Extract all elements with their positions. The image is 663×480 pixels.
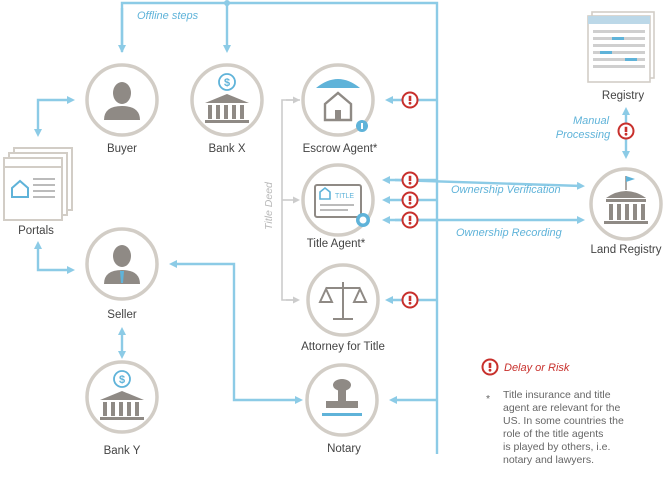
scales-icon bbox=[318, 282, 368, 320]
registry-label: Registry bbox=[602, 90, 644, 102]
land-registry-label: Land Registry bbox=[591, 244, 662, 256]
stamp-icon bbox=[322, 379, 362, 416]
risk-title-icon bbox=[401, 191, 419, 209]
title-agent-label: Title Agent* bbox=[307, 238, 366, 250]
note-line: is played by others, i.e. bbox=[503, 441, 610, 453]
asterisk-mark: * bbox=[486, 393, 490, 405]
svg-text:$: $ bbox=[119, 374, 125, 386]
portals-label: Portals bbox=[18, 225, 54, 237]
title-card-text: TITLE bbox=[335, 193, 354, 200]
legend: Delay or Risk * Title insurance and titl… bbox=[486, 362, 624, 466]
title-certificate-icon: TITLE bbox=[314, 184, 370, 227]
risk-title-verify-icon bbox=[401, 171, 419, 189]
bank-icon: $ bbox=[100, 370, 144, 420]
risk-attorney-icon bbox=[401, 291, 419, 309]
browser-window-icon bbox=[4, 166, 62, 198]
notary-label: Notary bbox=[327, 443, 361, 455]
escrow-agent-node: Escrow Agent* bbox=[301, 63, 378, 155]
manual-processing-label-2: Processing bbox=[556, 129, 611, 141]
risk-registry-icon bbox=[617, 122, 635, 140]
bank-icon: $ bbox=[205, 73, 249, 123]
note-line: agent are relevant for the bbox=[503, 402, 620, 414]
title-agent-node: TITLE Title Agent* bbox=[301, 163, 375, 250]
manual-processing-label-1: Manual bbox=[573, 115, 610, 127]
note-line: Title insurance and title bbox=[503, 389, 611, 401]
bank-x-label: Bank X bbox=[208, 143, 245, 155]
bank-y-node: $ Bank Y bbox=[85, 360, 159, 457]
escrow-agent-label: Escrow Agent* bbox=[303, 143, 378, 155]
note-line: US. In some countries the bbox=[503, 415, 624, 427]
land-registry-node: Land Registry bbox=[589, 167, 663, 256]
portals-node: Portals bbox=[3, 147, 73, 237]
offline-steps-line bbox=[120, 1, 439, 454]
notary-node: Notary bbox=[305, 363, 379, 455]
svg-text:$: $ bbox=[224, 77, 230, 89]
note-line: notary and lawyers. bbox=[503, 454, 594, 466]
spreadsheet-icon bbox=[588, 16, 650, 68]
buyer-label: Buyer bbox=[107, 143, 137, 155]
umbrella-house-icon bbox=[316, 79, 368, 132]
risk-title-record-icon bbox=[401, 211, 419, 229]
delay-or-risk-label: Delay or Risk bbox=[504, 362, 570, 374]
person-icon bbox=[104, 82, 140, 120]
offline-steps-label: Offline steps bbox=[137, 10, 199, 22]
attorney-node: Attorney for Title bbox=[301, 263, 385, 353]
businessman-icon bbox=[104, 245, 140, 284]
seller-node: Seller bbox=[85, 227, 159, 321]
government-building-icon bbox=[604, 176, 648, 224]
risk-legend-icon bbox=[481, 358, 499, 376]
registry-node: Registry bbox=[587, 11, 655, 102]
buyer-node: Buyer bbox=[85, 63, 159, 155]
ownership-recording-label: Ownership Recording bbox=[456, 227, 563, 239]
seller-label: Seller bbox=[107, 309, 137, 321]
bank-x-node: $ Bank X bbox=[190, 63, 264, 155]
risk-escrow-icon bbox=[401, 91, 419, 109]
note-line: role of the title agents bbox=[503, 428, 603, 440]
attorney-label: Attorney for Title bbox=[301, 341, 385, 353]
ownership-verification-label: Ownership Verification bbox=[451, 184, 561, 196]
bank-y-label: Bank Y bbox=[104, 445, 141, 457]
title-deed-label: Title Deed bbox=[263, 181, 275, 230]
